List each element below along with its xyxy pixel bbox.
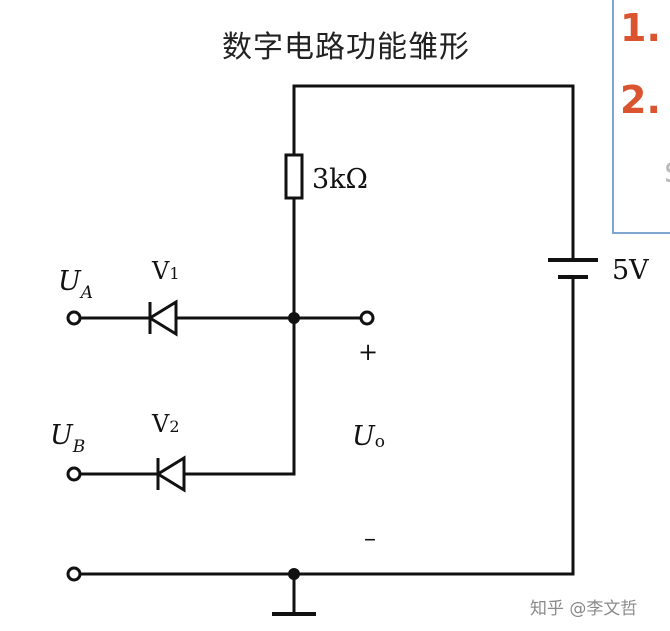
wire-diode2-node	[182, 316, 296, 476]
terminal-output	[359, 310, 375, 326]
diagram-title: 数字电路功能雏形	[222, 30, 470, 65]
plus-sign: +	[358, 338, 378, 366]
supply-label: 5V	[612, 255, 649, 286]
side-panel-hint: s	[664, 150, 670, 191]
terminal-input-a	[66, 310, 82, 326]
diode-v2	[155, 455, 186, 493]
minus-sign: –	[364, 524, 376, 552]
side-panel-item-2: 2.	[620, 78, 661, 122]
junction-node-bottom	[288, 568, 300, 580]
side-panel-item-1: 1.	[620, 6, 661, 50]
terminal-input-b	[66, 466, 82, 482]
resistor-body	[284, 153, 304, 200]
watermark: 知乎 @李文哲	[530, 599, 638, 619]
diode1-label: V1	[151, 257, 180, 285]
input-a-label: UA	[58, 266, 93, 303]
input-b-label: UB	[50, 420, 85, 457]
output-label: Uo	[352, 421, 385, 452]
terminal-ground-left	[66, 566, 82, 582]
side-panel: 1. 2. s	[612, 0, 670, 234]
diode2-label: V2	[151, 410, 180, 438]
wire-top	[292, 84, 575, 262]
resistor-label: 3kΩ	[312, 164, 368, 195]
diode-v1	[147, 299, 178, 337]
junction-node-top	[288, 312, 300, 324]
